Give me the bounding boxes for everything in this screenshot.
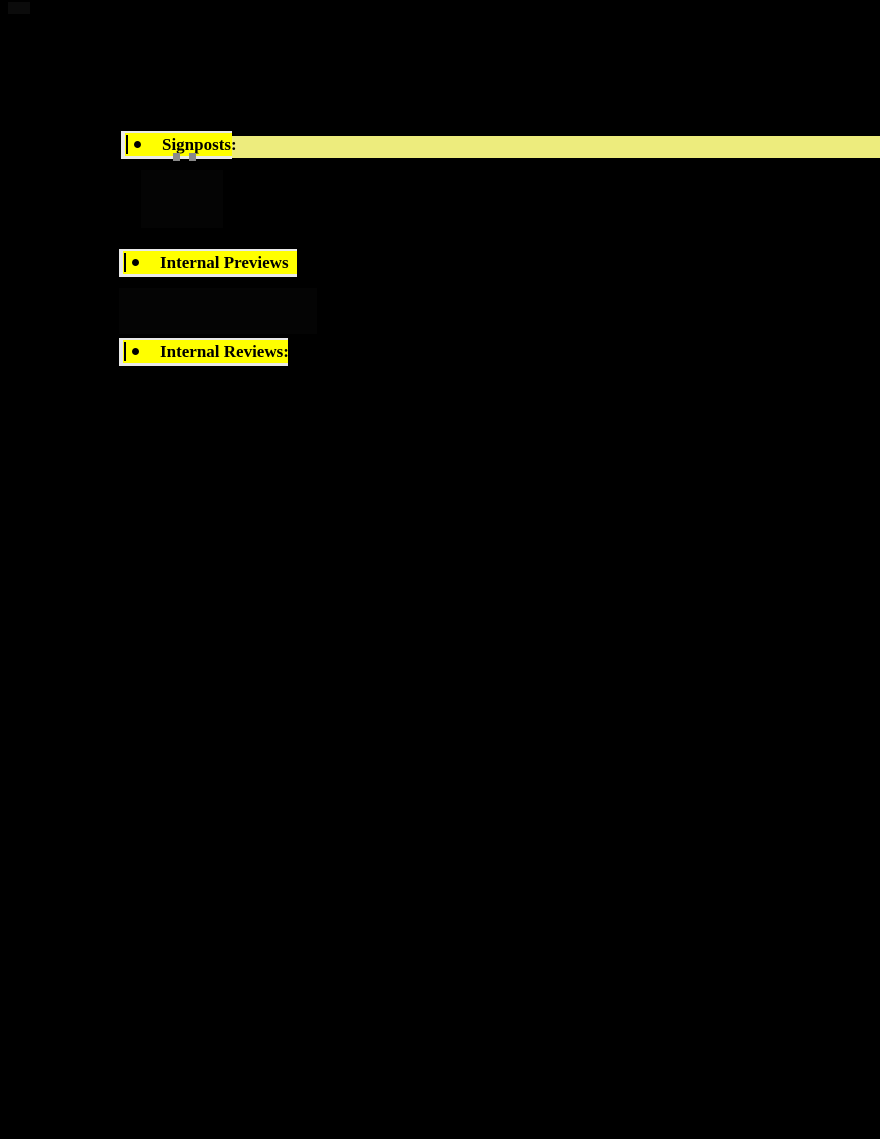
blank-region-2 (119, 288, 317, 334)
bullet-label-internal-previews: Internal Previews (160, 252, 289, 272)
text-artifact-1 (173, 153, 180, 161)
bullet-dot-icon (132, 348, 139, 355)
text-caret (126, 135, 128, 154)
highlight-continuation-band (232, 136, 880, 158)
bullet-label-signposts: Signposts: (162, 134, 237, 154)
bullet-item-internal-reviews[interactable]: Internal Reviews: (119, 338, 289, 366)
text-artifact-2 (189, 153, 196, 161)
bullet-dot-icon (132, 259, 139, 266)
bullet-dot-icon (134, 141, 141, 148)
text-caret (124, 342, 126, 361)
bullet-item-internal-previews[interactable]: Internal Previews (119, 249, 297, 277)
blank-region-1 (141, 170, 223, 228)
corner-artifact (8, 2, 30, 14)
bullet-label-internal-reviews: Internal Reviews: (160, 341, 289, 361)
text-caret (124, 253, 126, 272)
